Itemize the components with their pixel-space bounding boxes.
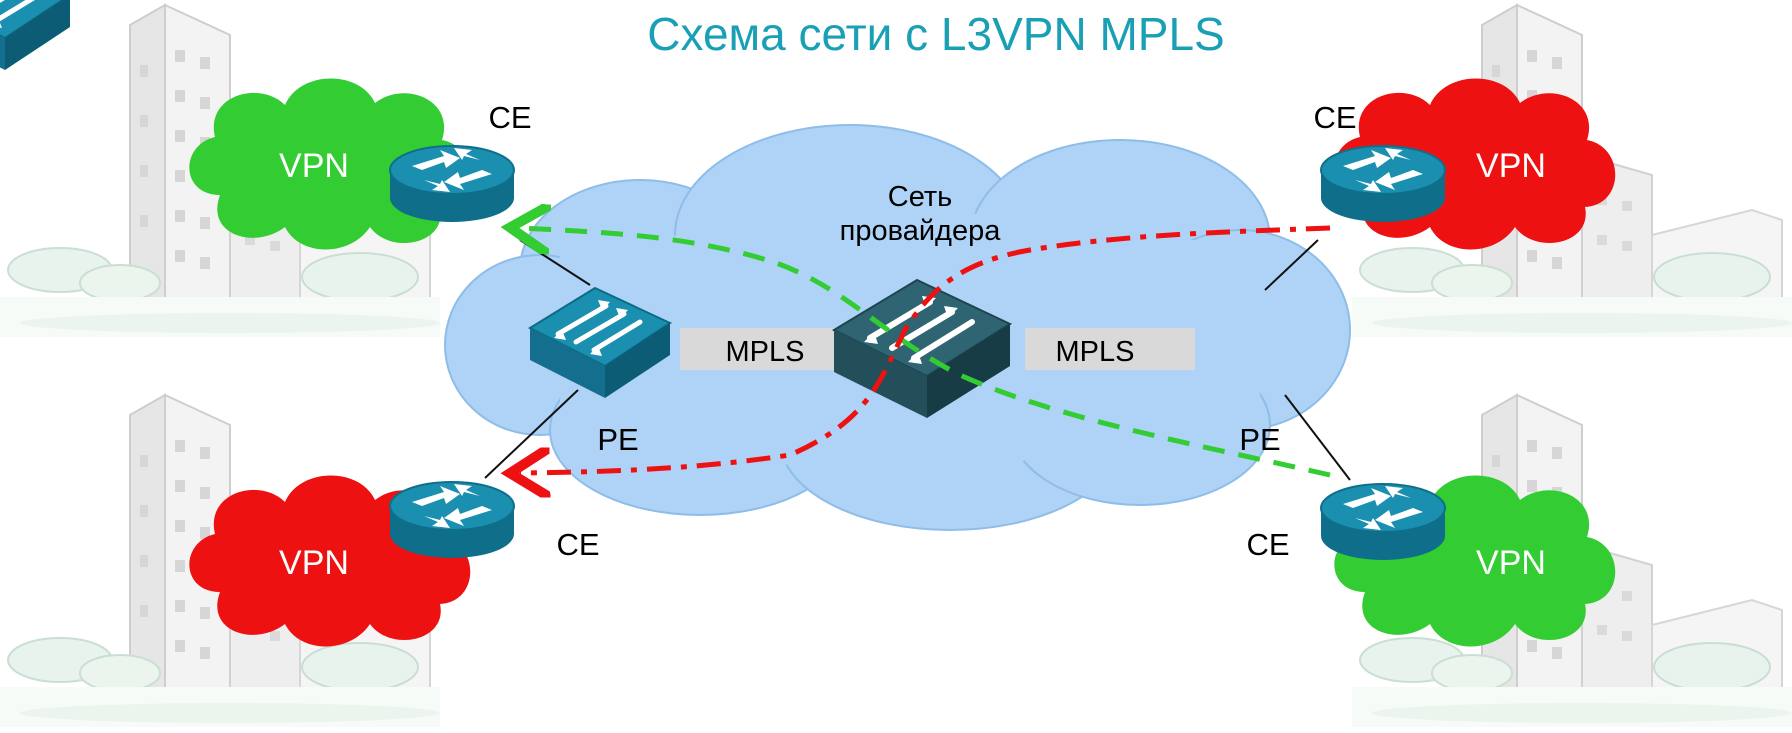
diagram-title: Схема сети с L3VPN MPLS <box>647 8 1224 60</box>
red-vpn-path <box>520 225 1331 473</box>
mpls-label-left: MPLS <box>726 336 805 368</box>
ce-router-top-right <box>1320 145 1446 223</box>
pe-label-left: PE <box>597 422 638 457</box>
link-ce-br-pe-right <box>1284 394 1351 481</box>
vpn-cloud-top-right: VPN <box>1334 78 1616 250</box>
vpn-cloud-bottom-right: VPN <box>1334 475 1616 647</box>
ce-label-bottom-left: CE <box>556 527 599 562</box>
ce-label-top-right: CE <box>1313 100 1356 135</box>
pe-label-right: PE <box>1239 422 1280 457</box>
vpn-cloud-top-left: VPN <box>189 78 471 250</box>
ce-router-top-left <box>389 145 515 223</box>
link-ce-tr-pe-right <box>1264 239 1319 291</box>
ce-router-bottom-left <box>389 481 515 559</box>
vpn-cloud-bottom-left: VPN <box>189 475 471 647</box>
pe-switch-right <box>0 0 70 70</box>
ce-label-top-left: CE <box>488 100 531 135</box>
vpn-label-top-left: VPN <box>279 147 349 185</box>
vpn-label-top-right: VPN <box>1476 147 1546 185</box>
green-vpn-path <box>520 228 1331 478</box>
vpn-label-bottom-left: VPN <box>279 544 349 582</box>
mpls-label-right: MPLS <box>1056 336 1135 368</box>
provider-network-label-line1: Сеть <box>888 181 953 213</box>
link-ce-bl-pe-left <box>484 389 579 479</box>
ce-label-bottom-right: CE <box>1246 527 1289 562</box>
mpls-link-right <box>1025 328 1195 370</box>
mpls-link-left <box>680 328 850 370</box>
ce-router-bottom-right <box>1320 483 1446 561</box>
provider-network-label-line2: провайдера <box>840 215 1002 247</box>
vpn-label-bottom-right: VPN <box>1476 544 1546 582</box>
